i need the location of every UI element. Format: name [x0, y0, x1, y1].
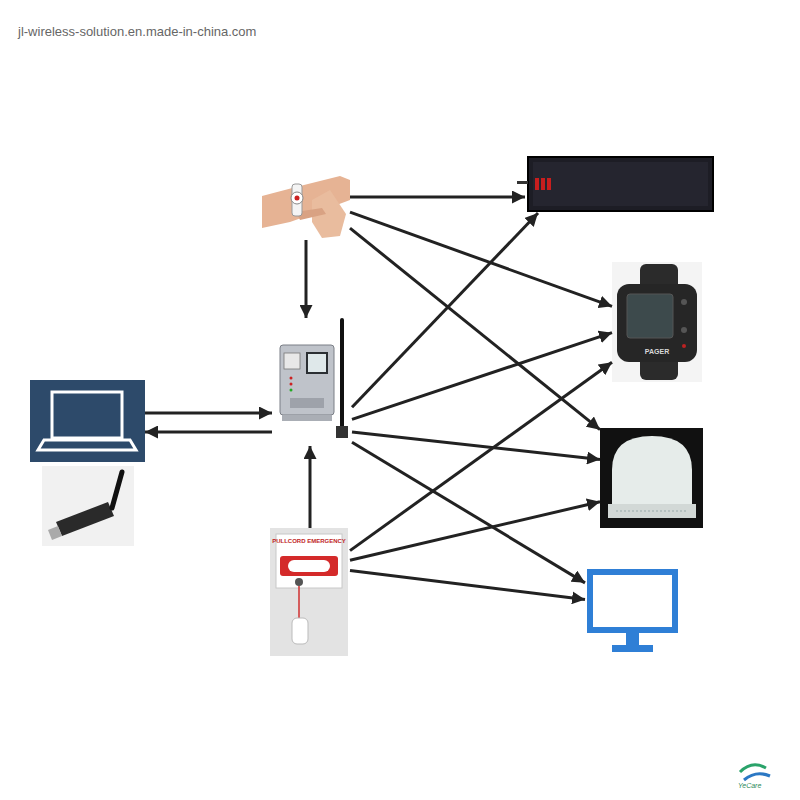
wrist-button-photo — [262, 165, 350, 240]
logo-mark — [740, 765, 770, 780]
dome-receiver-photo — [600, 428, 703, 528]
transmitter-hub — [272, 318, 352, 446]
signal-arrow — [352, 333, 612, 420]
usb-receiver — [42, 466, 134, 546]
device-label: PAGER — [612, 348, 702, 356]
led-display — [525, 155, 715, 213]
pager-watch: PAGER — [612, 262, 702, 382]
signal-arrow — [352, 213, 538, 407]
pullcord-photo — [270, 528, 348, 656]
watermark-url: jl-wireless-solution.en.made-in-china.co… — [18, 24, 256, 39]
wrist-call-button — [262, 165, 350, 240]
dome-receiver — [600, 428, 703, 528]
led-display-photo — [517, 157, 713, 211]
signal-arrow — [145, 431, 272, 434]
monitor-screen — [585, 565, 680, 657]
monitor-icon — [590, 572, 675, 652]
transmitter-hub-photo — [280, 320, 348, 438]
signal-arrow — [350, 570, 585, 599]
device-label: PULLCORD EMERGENCY — [268, 538, 350, 545]
pager-watch-photo — [612, 262, 702, 382]
usb-dongle-photo — [42, 466, 134, 546]
signal-arrow — [145, 412, 272, 415]
logo-text: YeCare — [738, 782, 761, 789]
signal-arrow — [350, 362, 612, 550]
signal-arrow — [350, 502, 600, 561]
signal-arrow — [309, 446, 312, 528]
laptop-icon — [30, 380, 145, 462]
signal-arrow — [352, 432, 600, 460]
signal-arrow — [350, 196, 525, 199]
signal-arrow — [305, 240, 308, 318]
pullcord-station: PULLCORD EMERGENCY — [268, 528, 350, 656]
computer — [30, 380, 145, 462]
